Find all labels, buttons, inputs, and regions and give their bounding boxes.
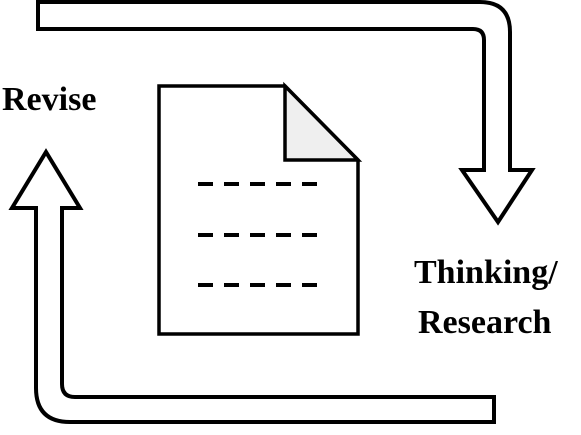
research-label: Research	[418, 304, 552, 341]
document-icon	[157, 81, 363, 336]
bottom-cycle-arrow	[8, 148, 496, 424]
revise-label: Revise	[2, 81, 97, 118]
document-page	[157, 84, 360, 336]
document-fold	[283, 81, 363, 162]
top-cycle-arrow	[36, 0, 536, 226]
thinking-label: Thinking/	[414, 254, 558, 291]
